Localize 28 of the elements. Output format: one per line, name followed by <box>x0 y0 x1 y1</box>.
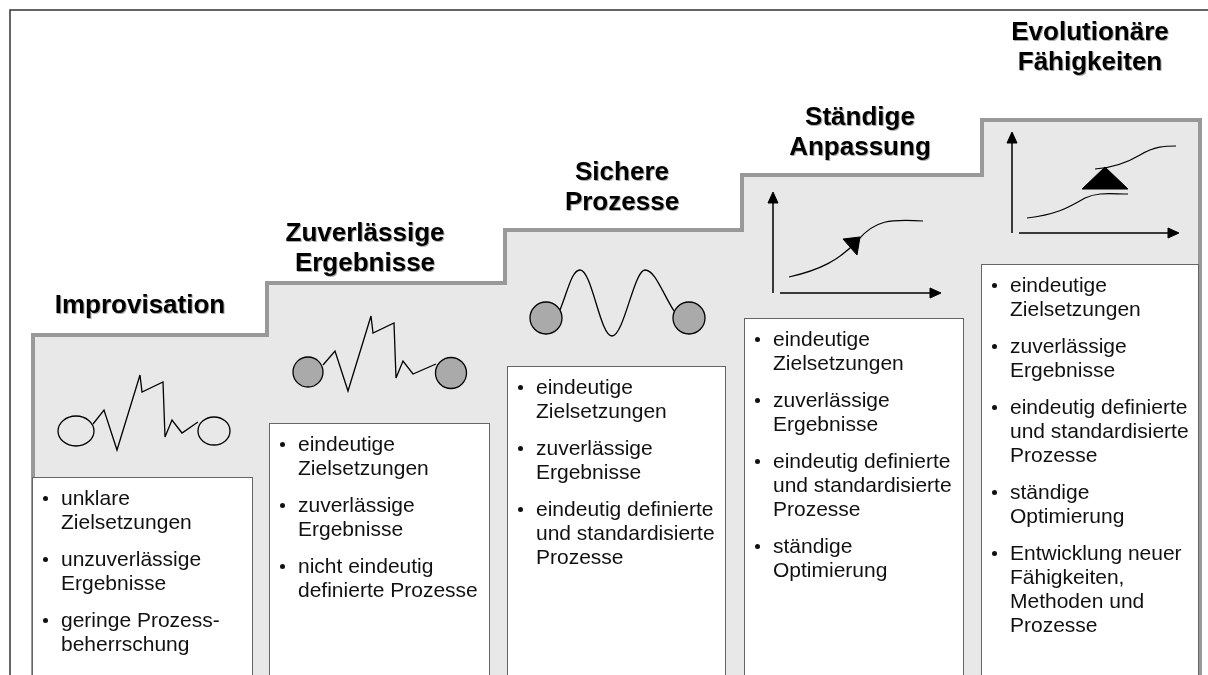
bullet-item: zuverlässige Ergebnisse <box>298 493 416 541</box>
bullet-item: eindeutige Zielsetzungen <box>773 327 905 375</box>
bullet-item: eindeutige Zielsetzungen <box>536 375 668 423</box>
bullet-item: zuverlässige Ergebnisse <box>773 388 891 436</box>
bullet-item: geringe Prozess-beherrschung <box>61 608 221 656</box>
bullet-item: Entwicklung neuer Fähigkeiten, Methoden und Prozesse <box>1010 541 1183 637</box>
step-heading: Improvisation <box>53 289 227 319</box>
bullet-item: ständige Optimierung <box>1010 480 1126 528</box>
step-heading: Evolutionäre Fähigkeiten <box>1010 16 1170 76</box>
bullet-item: unzuverlässige Ergebnisse <box>61 547 203 595</box>
bullet-list-card <box>981 264 1199 675</box>
bullet-list-card <box>32 477 253 675</box>
bullet-item: eindeutige Zielsetzungen <box>298 432 430 480</box>
bullet-item: nicht eindeutig definierte Prozesse <box>298 554 479 602</box>
bullet-item: eindeutig definierte und standardisierte Prozesse <box>536 497 716 569</box>
bullet-item: zuverlässige Ergebnisse <box>536 436 654 484</box>
bullet-list-card <box>269 423 490 675</box>
bullet-item: eindeutige Zielsetzungen <box>1010 273 1142 321</box>
bullet-list-card <box>507 366 726 675</box>
step-heading: Sichere Prozesse <box>563 156 681 216</box>
bullet-item: eindeutig definierte und standardisierte Prozesse <box>773 449 953 521</box>
bullet-item: unklare Zielsetzungen <box>61 486 193 534</box>
bullet-list-card <box>744 318 964 675</box>
bullet-item: zuverlässige Ergebnisse <box>1010 334 1128 382</box>
step-heading: Ständige Anpassung <box>788 101 932 161</box>
step-heading: Zuverlässige Ergebnisse <box>284 217 446 277</box>
bullet-item: eindeutig definierte und standardisierte Prozesse <box>1010 395 1190 467</box>
bullet-item: ständige Optimierung <box>773 534 889 582</box>
